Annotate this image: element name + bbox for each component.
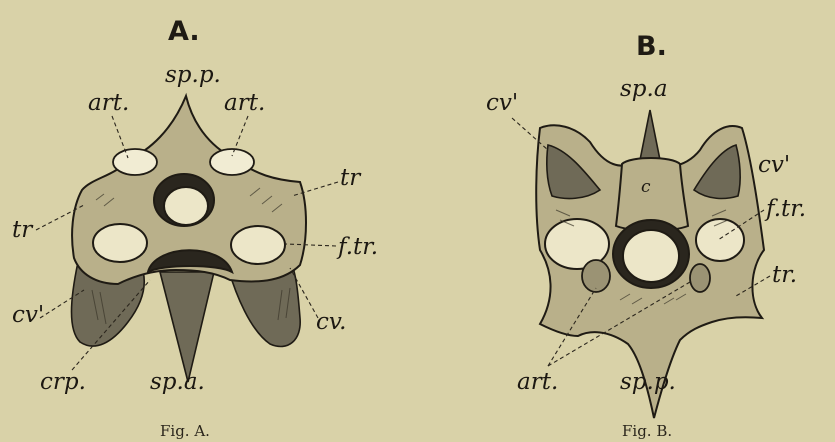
figure-b-label-cv-left: cv' bbox=[486, 90, 518, 116]
figure-b-label-sp-p: sp.p. bbox=[620, 369, 676, 395]
figure-b-label-f-tr: f.tr. bbox=[764, 196, 806, 222]
figure-a-label-art-right: art. bbox=[224, 90, 265, 116]
figure-b-label-cv-right: cv' bbox=[758, 152, 790, 178]
figure-a-label-tr-right: tr bbox=[340, 165, 362, 191]
figure-b-neural-canal bbox=[623, 230, 679, 282]
figure-a-inferior-spine bbox=[160, 272, 214, 382]
figure-a-label-art-left: art. bbox=[88, 90, 129, 116]
figure-b-superior-spine bbox=[640, 110, 660, 160]
figure-b-right-foramen bbox=[696, 219, 744, 261]
figure-a-label-tr-left: tr bbox=[12, 217, 34, 243]
figure-a-right-facet bbox=[210, 149, 254, 175]
figure-a-label-cv-left: cv' bbox=[12, 302, 44, 328]
figure-a-left-facet bbox=[113, 149, 157, 175]
figure-a-neural-canal bbox=[164, 187, 208, 225]
figure-a-label-sp-p: sp.p. bbox=[165, 62, 221, 88]
figure-b-left-articular bbox=[582, 260, 610, 292]
figure-b-caption: Fig. B. bbox=[622, 422, 672, 440]
figure-b-right-articular bbox=[690, 264, 710, 292]
figure-b-label-art: art. bbox=[517, 369, 558, 395]
figure-b-label-c: c bbox=[641, 177, 651, 197]
figure-b-letter: B. bbox=[636, 31, 667, 62]
figure-b-label-sp-a: sp.a bbox=[620, 76, 668, 102]
figure-a-label-crp: crp. bbox=[40, 369, 86, 395]
figure-a-right-foramen bbox=[231, 226, 285, 264]
figure-a-label-cv-right: cv. bbox=[316, 309, 346, 335]
figure-a-label-f-tr: f.tr. bbox=[336, 234, 378, 260]
figure-a: A. sp.p. art. art. tr tr f.tr. cv. cv' c… bbox=[12, 16, 378, 440]
figure-b-label-tr: tr. bbox=[772, 262, 797, 288]
figure-b: B. c sp.a cv' cv' f.tr. tr. art. sp.p. bbox=[486, 31, 806, 440]
figure-a-letter: A. bbox=[168, 16, 200, 47]
figure-a-caption: Fig. A. bbox=[160, 422, 210, 440]
figure-a-left-foramen bbox=[93, 224, 147, 262]
figure-a-label-sp-a: sp.a. bbox=[150, 369, 205, 395]
